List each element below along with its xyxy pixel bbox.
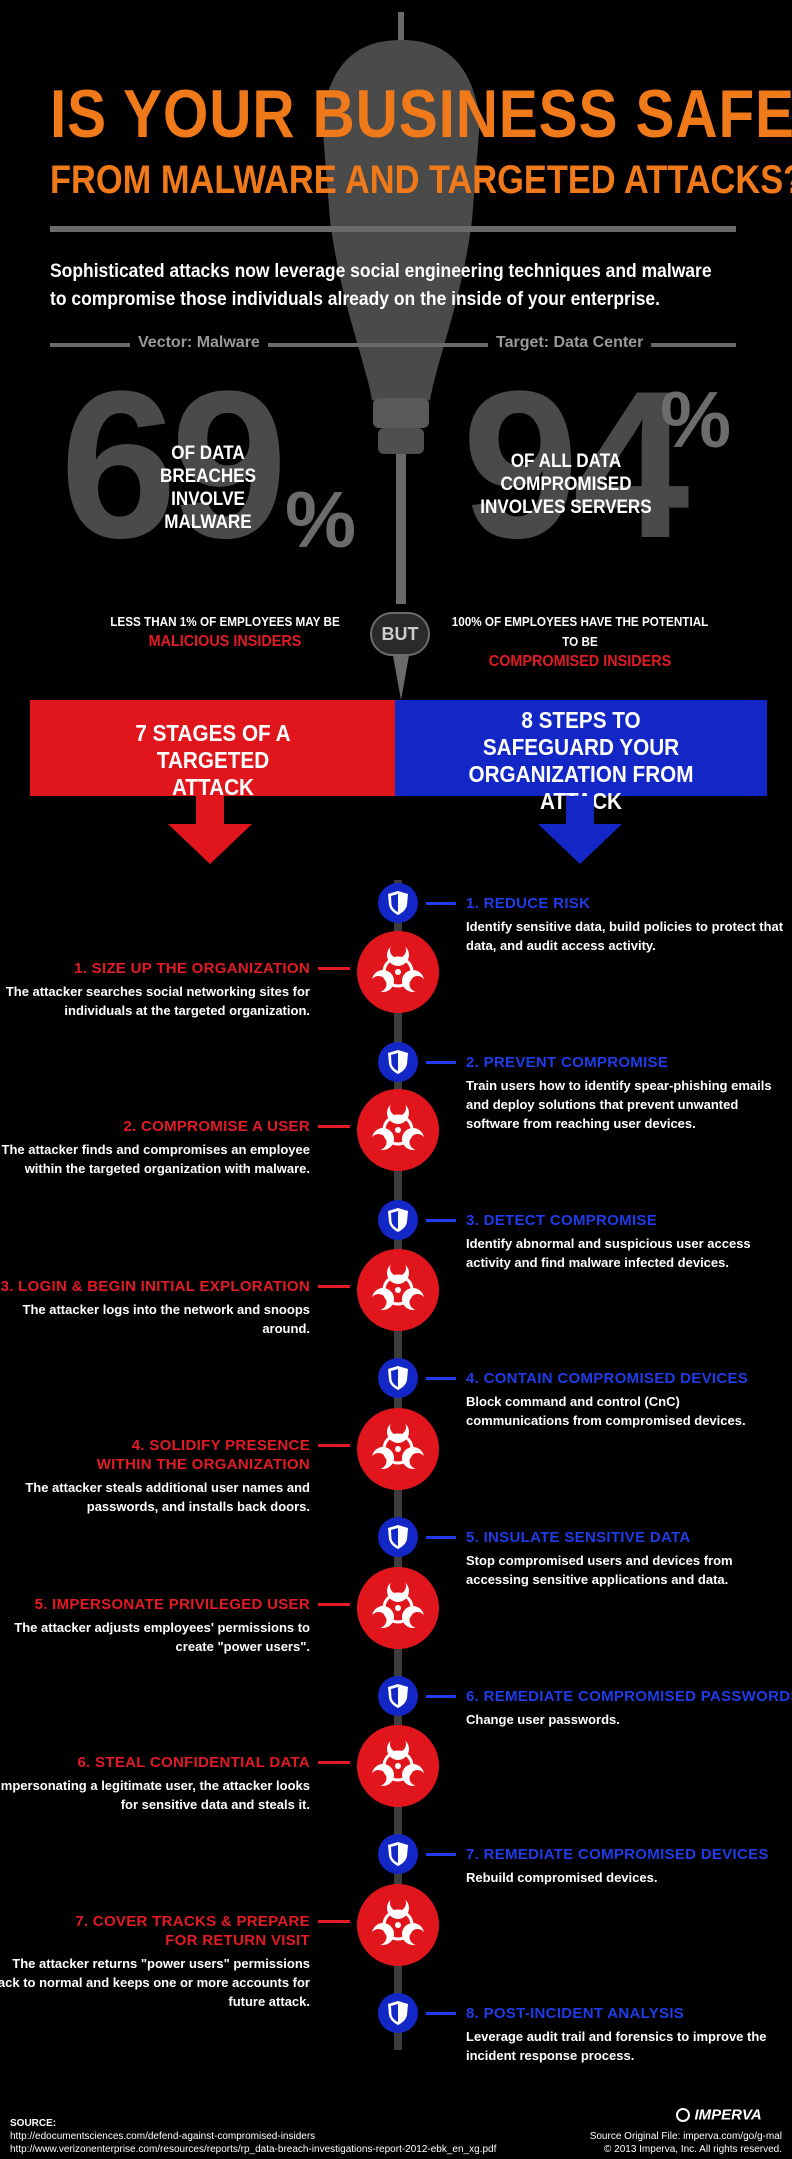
- stage-connector: [318, 1761, 350, 1764]
- stage-description: The attacker finds and compromises an em…: [1, 1142, 311, 1176]
- stage-title: 2. COMPROMISE A USER: [123, 1118, 310, 1135]
- stage-connector: [318, 1125, 350, 1128]
- shield-icon: [376, 1674, 420, 1723]
- biohazard-icon: [356, 930, 440, 1019]
- stat-text-left: OF DATA BREACHES INVOLVE MALWARE: [160, 443, 256, 533]
- source-block: SOURCE: http://edocumentsciences.com/def…: [10, 2118, 497, 2155]
- imperva-logo: IMPERVA: [676, 2106, 784, 2126]
- dart-graphic: [322, 12, 480, 700]
- biohazard-icon: [356, 1407, 440, 1496]
- stage-description: Impersonating a legitimate user, the att…: [0, 1778, 310, 1812]
- stage-connector: [318, 967, 350, 970]
- divider-stats: [50, 343, 736, 347]
- stat-bottom-left: LESS THAN 1% OF EMPLOYEES MAY BE MALICIO…: [110, 614, 340, 650]
- banner-steps: 8 STEPS TO SAFEGUARD YOUR ORGANIZATION F…: [395, 700, 767, 814]
- shield-icon: [376, 1832, 420, 1881]
- arrow-down-red-icon: [168, 796, 252, 864]
- step-title: 3. DETECT COMPROMISE: [466, 1212, 658, 1229]
- step-description: Leverage audit trail and forensics to im…: [466, 2029, 767, 2063]
- arrow-down-blue-icon: [538, 796, 622, 864]
- page-subtitle: FROM MALWARE AND TARGETED ATTACKS?: [50, 158, 792, 202]
- step-title: 5. INSULATE SENSITIVE DATA: [466, 1529, 691, 1546]
- stage-title-line2: WITHIN THE ORGANIZATION: [96, 1456, 310, 1473]
- copyright-block: Source Original File: imperva.com/go/g-m…: [589, 2131, 782, 2155]
- step-connector: [426, 1536, 456, 1539]
- banner-stages: 7 STAGES OF A TARGETED ATTACK: [30, 700, 395, 800]
- stage-title: 5. IMPERSONATE PRIVILEGED USER: [34, 1596, 310, 1613]
- biohazard-icon: [356, 1088, 440, 1177]
- stage-title: 1. SIZE UP THE ORGANIZATION: [74, 960, 310, 977]
- shield-icon: [376, 1198, 420, 1247]
- stat-percent-left: %: [285, 475, 357, 564]
- step-description: Rebuild compromised devices.: [466, 1870, 658, 1885]
- step-connector: [426, 1061, 456, 1064]
- but-badge: BUT: [370, 612, 430, 656]
- stage-title: 3. LOGIN & BEGIN INITIAL EXPLORATION: [0, 1278, 310, 1295]
- step-description: Change user passwords.: [466, 1712, 620, 1727]
- step-description: Train users how to identify spear-phishi…: [466, 1078, 772, 1131]
- step-connector: [426, 2012, 456, 2015]
- step-description: Identify abnormal and suspicious user ac…: [466, 1236, 751, 1270]
- step-title: 6. REMEDIATE COMPROMISED PASSWORDS: [466, 1688, 792, 1705]
- logo-mark-icon: [676, 2107, 690, 2122]
- biohazard-icon: [356, 1248, 440, 1337]
- shield-icon: [376, 1356, 420, 1405]
- stage-description: The attacker searches social networking …: [5, 984, 310, 1018]
- stage-description: The attacker adjusts employees' permissi…: [14, 1620, 310, 1654]
- stage-connector: [318, 1603, 350, 1606]
- stage-title: 7. COVER TRACKS & PREPARE: [75, 1913, 310, 1930]
- step-connector: [426, 1853, 456, 1856]
- step-title: 2. PREVENT COMPROMISE: [466, 1054, 669, 1071]
- target-label: Target: Data Center: [488, 334, 652, 352]
- intro-text: Sophisticated attacks now leverage socia…: [50, 261, 712, 310]
- biohazard-icon: [356, 1883, 440, 1972]
- step-connector: [426, 1377, 456, 1380]
- stage-connector: [318, 1285, 350, 1288]
- shield-icon: [376, 1040, 420, 1089]
- step-title: 8. POST-INCIDENT ANALYSIS: [466, 2005, 685, 2022]
- stage-description: The attacker steals additional user name…: [25, 1480, 310, 1514]
- step-connector: [426, 1219, 456, 1222]
- step-description: Identify sensitive data, build policies …: [466, 919, 784, 953]
- stage-title: 4. SOLIDIFY PRESENCE: [131, 1437, 310, 1454]
- vector-label: Vector: Malware: [130, 334, 268, 352]
- shield-icon: [376, 1991, 420, 2040]
- biohazard-icon: [356, 1724, 440, 1813]
- stage-description: The attacker logs into the network and s…: [22, 1302, 311, 1336]
- stage-connector: [318, 1444, 350, 1447]
- step-connector: [426, 1695, 456, 1698]
- step-title: 4. CONTAIN COMPROMISED DEVICES: [466, 1370, 749, 1387]
- stage-connector: [318, 1920, 350, 1923]
- step-title: 7. REMEDIATE COMPROMISED DEVICES: [466, 1846, 769, 1863]
- biohazard-icon: [356, 1566, 440, 1655]
- stat-number-94: 94: [462, 347, 690, 582]
- step-connector: [426, 902, 456, 905]
- stat-percent-right: %: [660, 375, 732, 464]
- step-description: Stop compromised users and devices from …: [466, 1553, 733, 1587]
- stat-bottom-right: 100% OF EMPLOYEES HAVE THE POTENTIAL TO …: [451, 614, 709, 670]
- step-title: 1. REDUCE RISK: [466, 895, 591, 912]
- shield-icon: [376, 1515, 420, 1564]
- step-description: Block command and control (CnC) communic…: [466, 1394, 746, 1428]
- stage-description: The attacker returns "power users" permi…: [0, 1956, 310, 2009]
- stage-title: 6. STEAL CONFIDENTIAL DATA: [77, 1754, 310, 1771]
- stage-title-line2: FOR RETURN VISIT: [165, 1932, 310, 1949]
- divider-top: [50, 226, 736, 232]
- page-title: IS YOUR BUSINESS SAFE: [50, 76, 792, 152]
- stat-number-69: 69: [60, 347, 288, 582]
- shield-icon: [376, 881, 420, 930]
- stat-text-right: OF ALL DATA COMPROMISED INVOLVES SERVERS: [480, 451, 652, 518]
